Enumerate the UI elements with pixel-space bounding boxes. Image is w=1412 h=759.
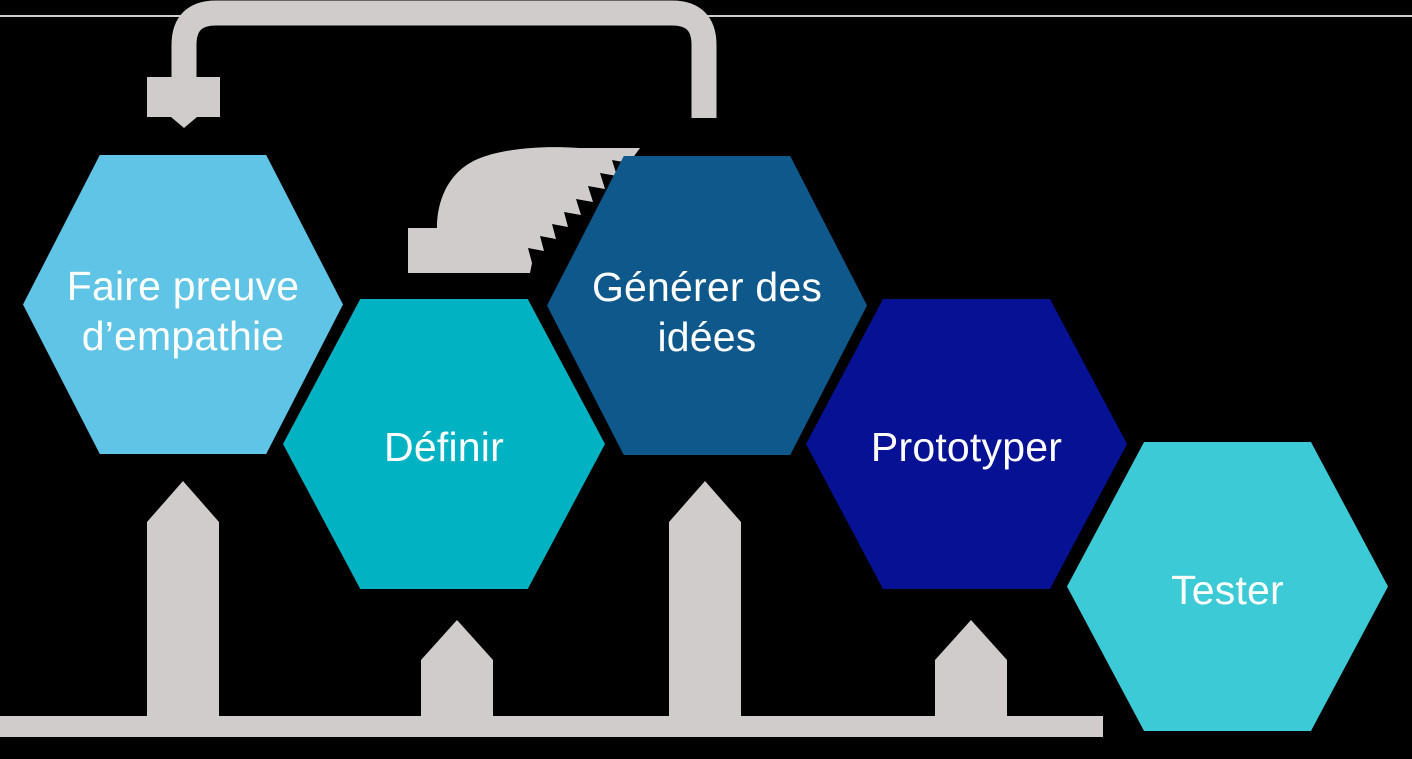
hex-step-test: Tester [1067,442,1388,731]
step-label-line: Tester [1171,566,1284,613]
up-arrow-prototype [935,620,1007,737]
up-arrow-ideate [669,481,741,737]
hex-step-define: Définir [283,299,605,589]
step-label-line: d’empathie [81,312,285,359]
baseline-bar [0,716,1103,737]
loop-arrowhead-icon [147,77,220,128]
up-arrow-define [421,620,493,737]
step-label-line: idées [657,313,757,360]
loop-back-arrow [171,0,717,118]
hex-step-prototype: Prototyper [806,299,1127,589]
hex-step-ideate: Générer des idées [547,156,867,455]
step-label-line: Définir [384,424,504,470]
step-label-line: Faire preuve [66,262,300,309]
step-label-line: Prototyper [870,424,1063,470]
up-arrow-empathize [147,481,219,737]
step-label-line: Générer des [591,263,823,310]
hex-step-empathize: Faire preuve d’empathie [23,155,343,454]
swoosh-arrow [408,147,640,273]
